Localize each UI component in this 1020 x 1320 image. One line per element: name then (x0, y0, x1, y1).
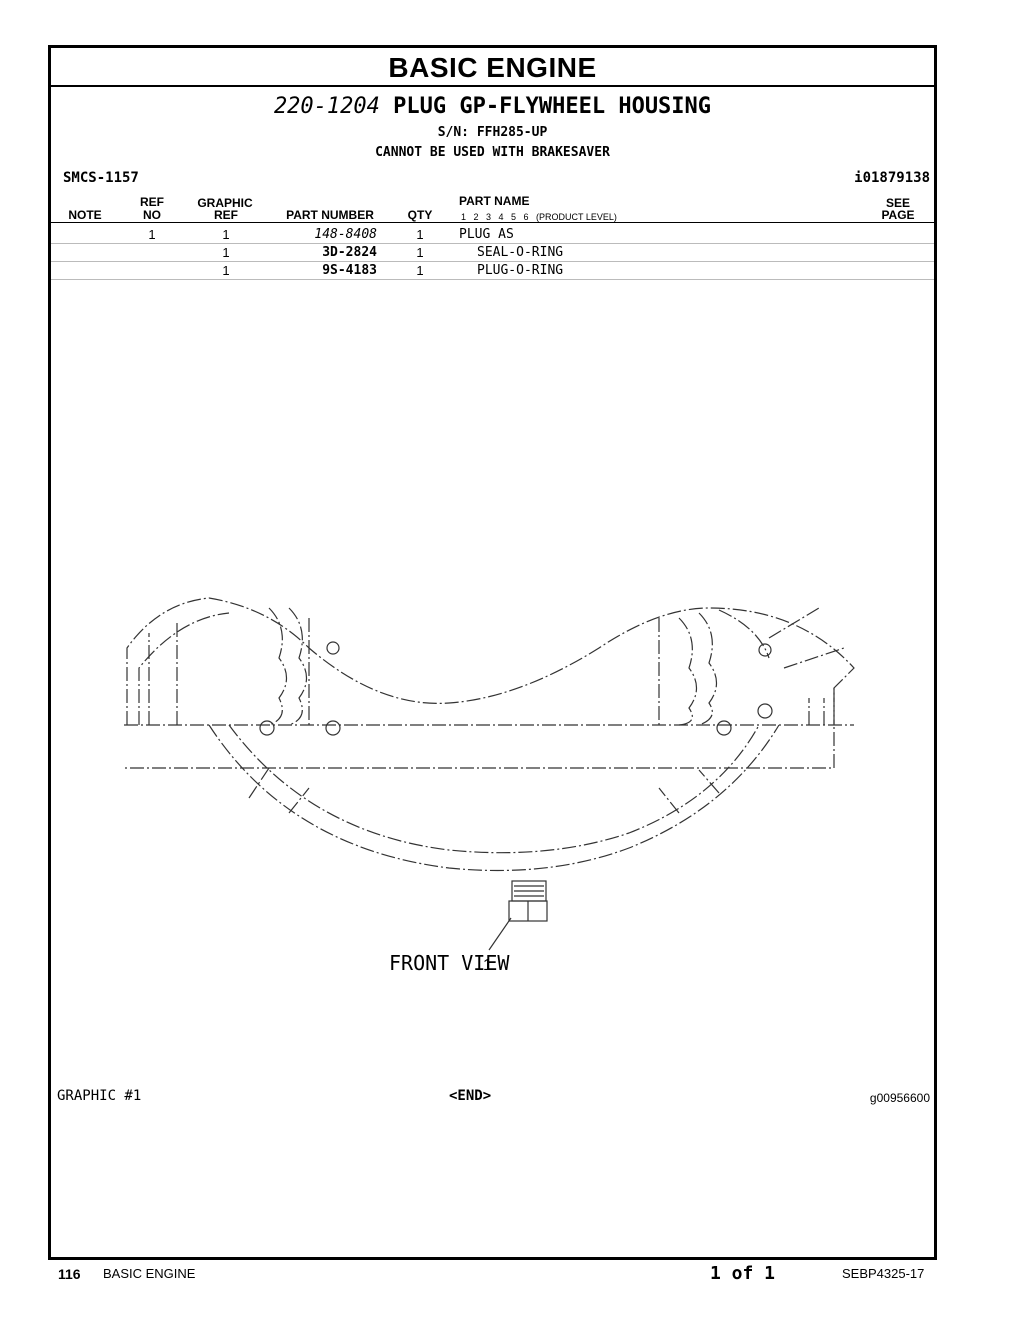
graphic-id: g00956600 (869, 1091, 930, 1105)
footer-page-of: 1 of 1 (710, 1263, 776, 1284)
row-part-name: PLUG AS (459, 227, 514, 242)
section-header: BASIC ENGINE (51, 48, 934, 87)
col-part-name: PART NAME (459, 194, 530, 208)
col-graphic-ref-bottom: REF (214, 208, 238, 222)
smcs-code: SMCS-1157 (63, 170, 139, 186)
row-part-name: SEAL-O-RING (477, 245, 564, 260)
row-graphic-ref: 1 (222, 227, 230, 242)
row-qty: 1 (416, 227, 424, 242)
part-group-name: PLUG GP-FLYWHEEL HOUSING (393, 94, 712, 119)
row-part-name: PLUG-O-RING (477, 263, 564, 278)
row-graphic-ref: 1 (222, 245, 230, 260)
footer-page-number: 116 (58, 1266, 81, 1282)
callout-number: 1 (483, 957, 492, 974)
end-marker: <END> (449, 1088, 492, 1104)
col-product-level: 1 2 3 4 5 6 (PRODUCT LEVEL) (461, 212, 617, 222)
table-row[interactable]: 1 3D-2824 1 SEAL-O-RING (51, 244, 934, 262)
row-part-number[interactable]: 148-8408 (314, 227, 377, 242)
col-qty: QTY (407, 208, 433, 222)
graphic-label: GRAPHIC #1 (57, 1088, 142, 1104)
table-row[interactable]: 1 9S-4183 1 PLUG-O-RING (51, 262, 934, 280)
col-part-number: PART NUMBER (286, 208, 374, 222)
col-note: NOTE (68, 208, 102, 222)
illustration-id: i01879138 (854, 170, 930, 186)
view-label: FRONT VIEW (389, 951, 510, 975)
row-qty: 1 (416, 245, 424, 260)
col-see-page-bottom: PAGE (881, 208, 915, 222)
row-graphic-ref: 1 (222, 263, 230, 278)
row-qty: 1 (416, 263, 424, 278)
serial-range: S/N: FFH285-UP (437, 125, 548, 140)
row-part-number[interactable]: 3D-2824 (322, 245, 377, 260)
col-ref-no-top: REF (140, 195, 164, 209)
col-see-page-top: SEE (885, 196, 910, 210)
part-title: 220-1204 PLUG GP-FLYWHEEL HOUSING (51, 94, 934, 119)
part-group-number[interactable]: 220-1204 (273, 94, 380, 119)
page-frame: BASIC ENGINE 220-1204 PLUG GP-FLYWHEEL H… (48, 45, 937, 1260)
usage-note: CANNOT BE USED WITH BRAKESAVER (375, 145, 610, 160)
col-graphic-ref-top: GRAPHIC (197, 196, 253, 210)
footer-doc-id: SEBP4325-17 (842, 1266, 925, 1281)
column-headers: NOTE REF NO GRAPHIC REF PART NUMBER QTY … (51, 194, 934, 223)
col-ref-no-bottom: NO (143, 208, 161, 222)
row-ref-no: 1 (148, 227, 156, 242)
row-part-number[interactable]: 9S-4183 (322, 263, 377, 278)
table-row[interactable]: 1 1 148-8408 1 PLUG AS (51, 226, 934, 244)
footer-section: BASIC ENGINE (103, 1266, 196, 1281)
flywheel-housing-drawing: 1 (124, 597, 855, 974)
